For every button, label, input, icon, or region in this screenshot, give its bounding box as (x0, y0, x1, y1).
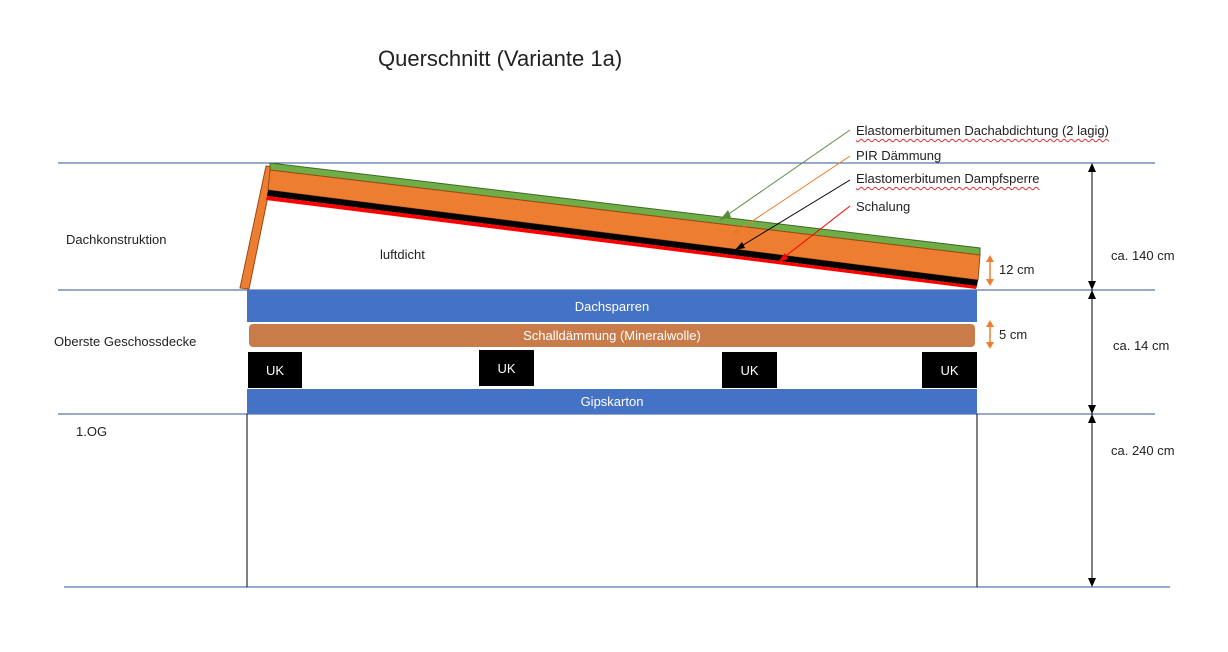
level-label-floor: 1.OG (76, 424, 108, 439)
layer-sound-insulation: Schalldämmung (Mineralwolle) (249, 324, 975, 347)
callout-text-waterproofing: Elastomerbitumen Dachabdichtung (2 lagig… (856, 123, 1109, 138)
callout-arrow-sheathing (778, 253, 788, 262)
roof-vapor-barrier (267, 190, 978, 286)
dim-roof-thickness: 12 cm (999, 262, 1035, 277)
callout-label-pir: PIR Dämmung (856, 148, 942, 163)
dim-insulation-thickness: 5 cm (999, 327, 1028, 342)
dim-ceiling-height: ca. 14 cm (1113, 338, 1170, 353)
airtight-note: luftdicht (380, 247, 425, 262)
callout-line-sheathing (777, 205, 851, 263)
level-label-roof: Dachkonstruktion (66, 232, 167, 247)
batten-4: UK (922, 352, 977, 388)
batten-1: UK (248, 352, 302, 388)
batten-3: UK (722, 352, 777, 388)
callout-line-pir (729, 155, 851, 237)
callout-arrow-vapor (735, 242, 745, 250)
roof-sheathing (266, 196, 977, 289)
batten-2: UK (479, 350, 534, 386)
callout-label-vapor: Elastomerbitumen Dampfsperre (856, 171, 1040, 186)
layer-plasterboard: Gipskarton (247, 389, 977, 414)
level-label-ceiling: Oberste Geschossdecke (54, 334, 197, 349)
layer-rafters: Dachsparren (247, 290, 977, 322)
dim-roof-height: ca. 140 cm (1111, 248, 1175, 263)
insulation-thickness-dimension (986, 320, 994, 349)
height-dimension (1088, 163, 1096, 587)
callout-arrow-waterproofing (720, 210, 731, 220)
callout-arrow-pir (730, 227, 740, 236)
diagram-title: Querschnitt (Variante 1a) (378, 46, 623, 71)
roof-thickness-dimension (986, 255, 994, 286)
dim-floor-height: ca. 240 cm (1111, 443, 1175, 458)
callout-label-waterproofing: Elastomerbitumen Dachabdichtung (2 lagig… (856, 123, 1109, 138)
callout-label-sheathing: Schalung (856, 199, 911, 214)
callout-line-waterproofing (719, 129, 851, 221)
roof-pir-insulation (267, 169, 981, 281)
callout-text-vapor: Elastomerbitumen Dampfsperre (856, 171, 1040, 186)
callout-line-vapor (734, 179, 851, 251)
